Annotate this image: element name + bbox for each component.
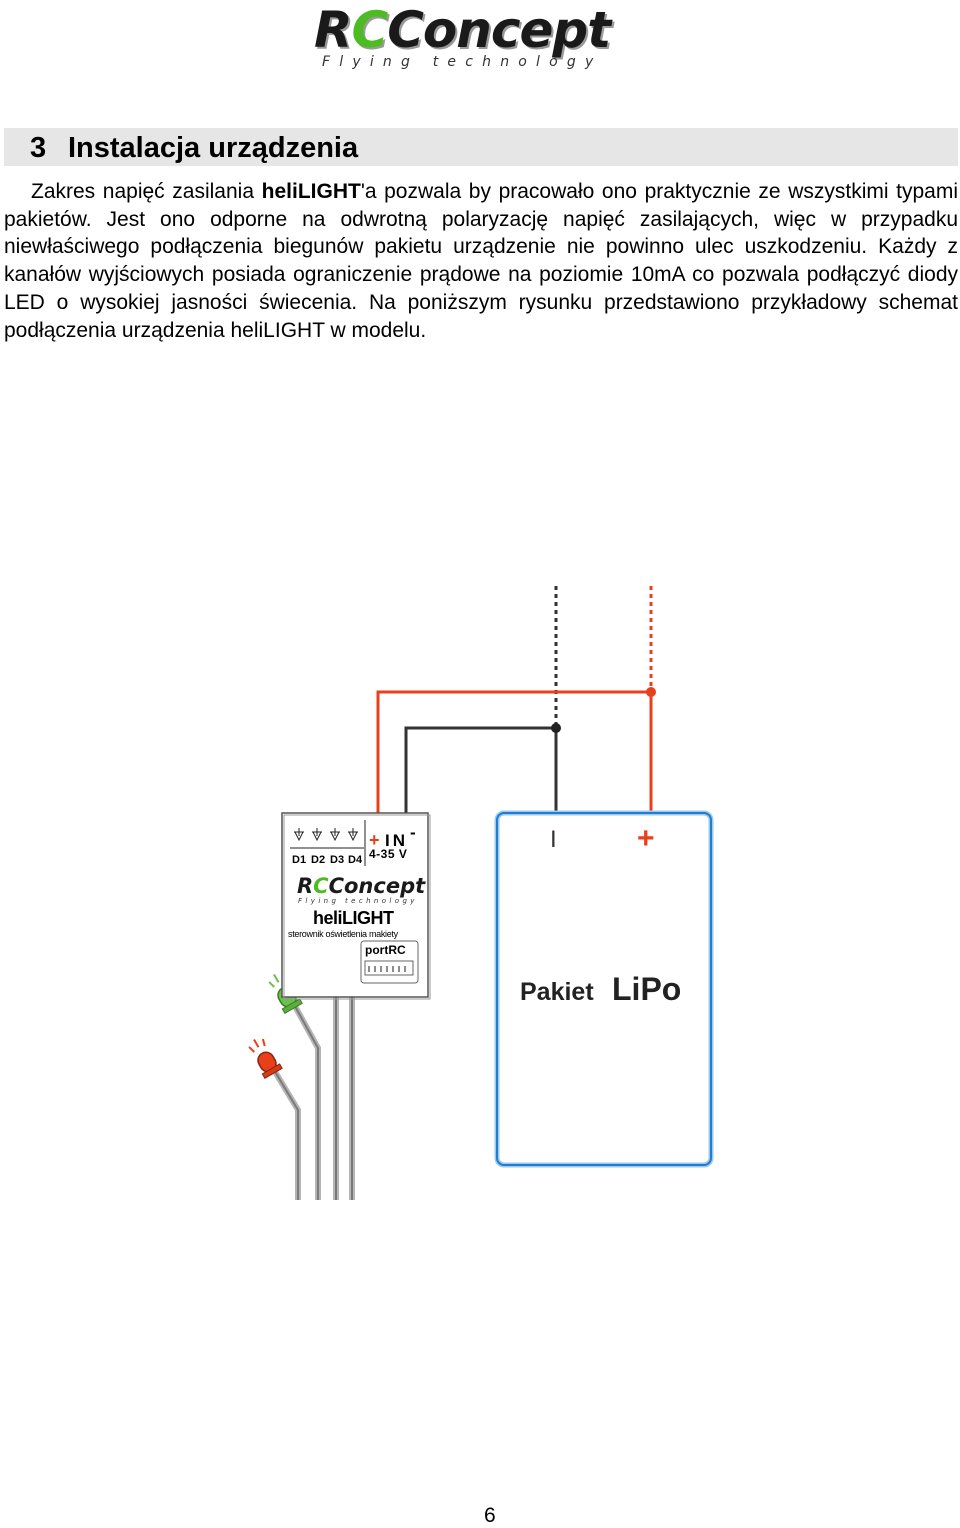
battery-label-pakiet: Pakiet bbox=[520, 978, 594, 1006]
logo-tagline: Flying technology bbox=[322, 54, 603, 70]
led-red-icon bbox=[248, 1038, 283, 1079]
lipo-battery: I + Pakiet LiPo bbox=[494, 810, 714, 1168]
port-label-a: port bbox=[365, 943, 388, 957]
input-minus-sign: - bbox=[410, 823, 416, 842]
module-product-name: heliLIGHT bbox=[313, 908, 394, 928]
helilight-module: D1 D2 D3 D4 + IN - 4-35 V RCConcept Flyi… bbox=[281, 812, 431, 1000]
port-pins-icon bbox=[368, 966, 406, 972]
product-name-bold: heliLIGHT bbox=[261, 180, 361, 203]
paragraph-text-1: Zakres napięć zasilania bbox=[31, 180, 262, 203]
logo-c: C bbox=[351, 1, 389, 59]
module-logo-word: Concept bbox=[329, 874, 427, 898]
section-title: Instalacja urządzenia bbox=[68, 132, 359, 164]
section-number: 3 bbox=[30, 132, 47, 164]
battery-plus-terminal: + bbox=[637, 822, 655, 855]
module-logo-c: C bbox=[313, 874, 329, 898]
channel-d1-label: D1 bbox=[292, 854, 306, 866]
port-socket-icon bbox=[364, 960, 414, 976]
wiring-diagram: D1 D2 D3 D4 + IN - 4-35 V RCConcept Flyi… bbox=[248, 586, 714, 1200]
channel-d2-label: D2 bbox=[311, 854, 325, 866]
module-logo-tagline: Flying technology bbox=[298, 897, 418, 905]
module-logo: RCConcept bbox=[297, 874, 426, 898]
module-description: sterownik oświetlenia makiety bbox=[288, 929, 399, 939]
body-paragraph: Zakres napięć zasilania heliLIGHT'a pozw… bbox=[4, 178, 958, 344]
port-rc-connector bbox=[360, 940, 419, 984]
section-heading: 3 Instalacja urządzenia bbox=[30, 130, 358, 166]
channel-d3-label: D3 bbox=[330, 854, 344, 866]
channel-d4-label: D4 bbox=[348, 854, 363, 866]
heading-background bbox=[4, 128, 958, 166]
input-in-label: IN bbox=[385, 831, 408, 850]
module-logo-r: R bbox=[297, 874, 313, 898]
logo-word: Concept bbox=[387, 1, 611, 59]
input-voltage-label: 4-35 V bbox=[369, 847, 407, 861]
rc-concept-logo: RCConcept Flying technology bbox=[308, 2, 648, 74]
paragraph-text-2: 'a pozwala by pracowało ono praktycznie … bbox=[4, 180, 958, 342]
port-label-b: RC bbox=[388, 943, 406, 957]
page-number: 6 bbox=[484, 1504, 496, 1527]
port-label: portRC bbox=[365, 943, 406, 957]
logo-r: R bbox=[314, 1, 353, 59]
input-plus-sign: + bbox=[369, 830, 380, 850]
logo-wordmark: RCConcept bbox=[314, 1, 611, 59]
power-wires bbox=[376, 586, 656, 814]
battery-label-lipo: LiPo bbox=[612, 971, 681, 1007]
battery-minus-terminal: I bbox=[550, 826, 557, 853]
diode-symbols-icon bbox=[294, 828, 358, 842]
